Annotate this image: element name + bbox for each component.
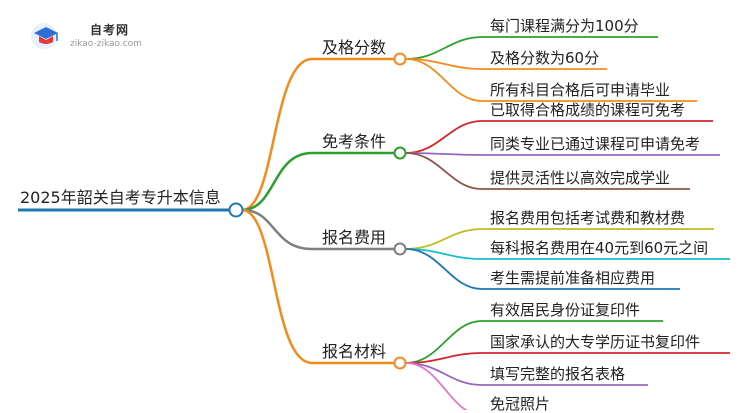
connector-branch-leaf — [405, 320, 483, 364]
connector-branch-leaf — [405, 248, 483, 290]
branch-label: 报名费用 — [322, 228, 387, 247]
leaf-label: 有效居民身份证复印件 — [490, 301, 641, 319]
connector-branch-leaf — [405, 152, 483, 190]
connector-branch-leaf — [405, 362, 483, 386]
brand-name: 自考网 — [90, 23, 130, 37]
connector-branch-leaf — [405, 58, 483, 102]
connector-root-branch — [241, 208, 313, 365]
connector-root-branch — [241, 151, 313, 212]
leaf-label: 已取得合格成绩的课程可免考 — [490, 101, 686, 119]
leaf-label: 填写完整的报名表格 — [490, 365, 626, 383]
leaf-label: 考生需提前准备相应费用 — [490, 269, 656, 287]
connector-root-branch — [241, 57, 313, 212]
site-logo[interactable]: 自考网 zikao-zikao.com — [30, 18, 160, 52]
leaf-label: 同类专业已通过课程可申请免考 — [490, 135, 701, 153]
leaf-label: 免冠照片 — [490, 395, 551, 413]
branch-node — [393, 242, 407, 256]
leaf-label: 每门课程满分为100分 — [490, 17, 639, 35]
connector-root-branch — [241, 208, 313, 251]
branch-node — [393, 52, 407, 66]
branch-label: 报名材料 — [322, 342, 387, 361]
root-node — [228, 202, 244, 218]
leaf-label: 提供灵活性以高效完成学业 — [490, 169, 671, 187]
mindmap-root: 2025年韶关自考专升本信息 — [20, 188, 221, 207]
branch-node — [393, 146, 407, 160]
connector-branch-leaf — [405, 228, 483, 250]
leaf-label: 每科报名费用在40元到60元之间 — [490, 239, 709, 257]
connector-branch-leaf — [405, 362, 468, 410]
branch-node — [393, 356, 407, 370]
leaf-label: 所有科目合格后可申请毕业 — [490, 81, 671, 99]
leaf-label: 及格分数为60分 — [490, 49, 600, 67]
leaf-label: 报名费用包括考试费和教材费 — [490, 209, 686, 227]
branch-label: 免考条件 — [322, 132, 387, 151]
brand-url: zikao-zikao.com — [70, 39, 142, 49]
branch-label: 及格分数 — [322, 38, 387, 57]
connector-branch-leaf — [405, 120, 483, 154]
graduation-cap-icon — [31, 23, 58, 49]
connector-branch-leaf — [405, 36, 483, 60]
leaf-label: 国家承认的大专学历证书复印件 — [490, 333, 701, 351]
